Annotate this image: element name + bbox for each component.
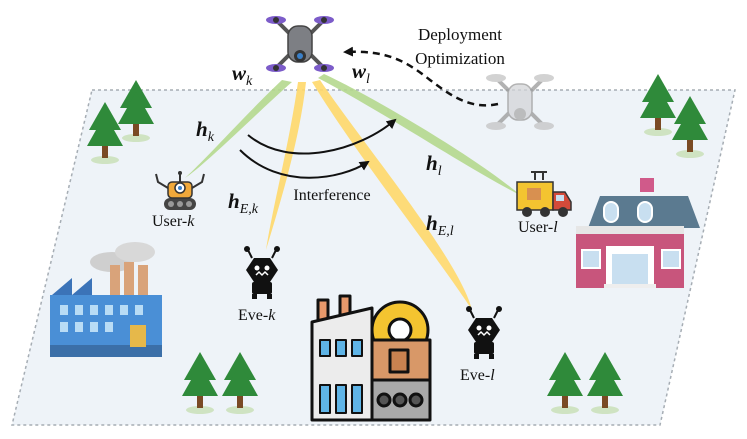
arrow-deployment [343, 46, 499, 107]
beam-user-k [185, 80, 292, 178]
user-l-label: User-l [518, 219, 558, 236]
beamformer-wl-label: wl [352, 59, 370, 87]
channel-hEl-label: hE,l [426, 211, 454, 239]
drone-icon [266, 16, 334, 72]
eve-k-label: Eve-k [238, 307, 276, 324]
robot-user-icon [155, 171, 205, 210]
beamformer-wk-label: wk [232, 61, 253, 89]
beam-user-l [318, 74, 520, 195]
channel-hEk-label: hE,k [228, 189, 259, 217]
channel-hk-label: hk [196, 117, 215, 145]
tree-icon [87, 74, 708, 414]
beam-eve-k [266, 82, 306, 250]
deployment-label-line2: Optimization [415, 49, 505, 68]
factory-icon [50, 242, 162, 357]
arrow-interference-upper [247, 118, 397, 155]
eve-l-label: Eve-l [460, 367, 495, 384]
drone-ghost-icon [486, 74, 554, 130]
channel-hl-label: hl [426, 151, 442, 179]
beams [185, 74, 520, 310]
deployment-label-line1: Deployment [418, 25, 502, 44]
truck-user-icon [516, 171, 572, 217]
industrial-plant-icon [310, 294, 432, 422]
interference-label: Interference [293, 187, 370, 204]
eavesdropper-icon [466, 306, 502, 359]
beam-eve-l [312, 80, 472, 310]
arrow-interference-lower [239, 149, 370, 179]
house-icon [576, 178, 700, 288]
eavesdropper-icon [244, 246, 280, 299]
user-k-label: User-k [152, 213, 195, 230]
